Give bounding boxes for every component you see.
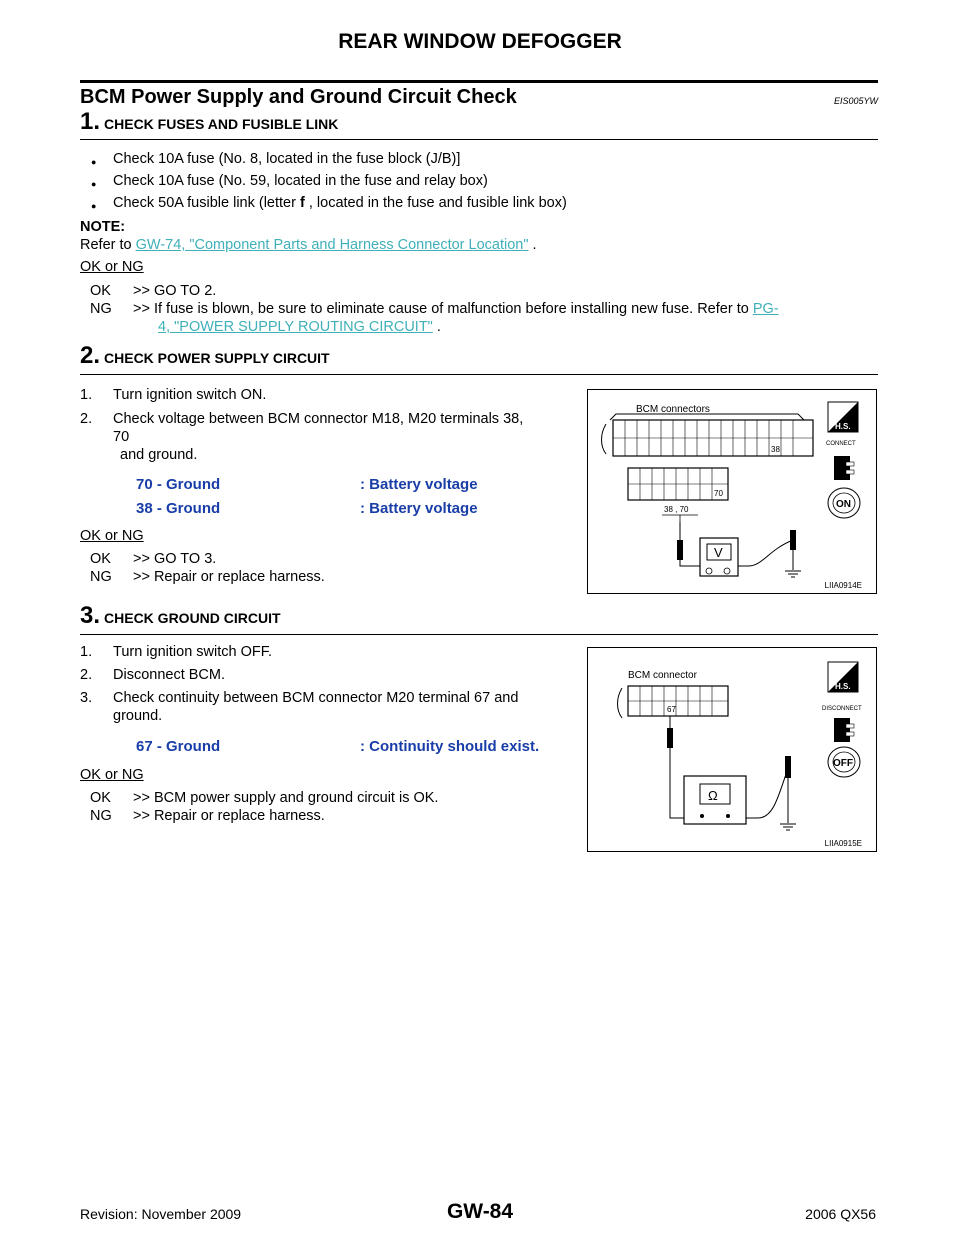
header-rule — [80, 80, 878, 83]
spec-67-value: : Continuity should exist. — [360, 738, 540, 755]
step-1-ng-cont: 4, "POWER SUPPLY ROUTING CIRCUIT" . — [158, 318, 441, 336]
bullet-fusible-link-letter: f — [299, 195, 305, 211]
step-2-ok-text: >> GO TO 3. — [133, 551, 217, 567]
note-text: Refer to GW-74, "Component Parts and Har… — [80, 236, 537, 254]
figure-bcm-continuity-drawing: BCM connector 67 Ω H.S. DISCONNECT — [617, 661, 862, 831]
step-2-heading: 2.CHECK POWER SUPPLY CIRCUIT — [80, 342, 330, 370]
step-3-item-1-num: 1. — [80, 644, 93, 660]
section-code: EIS005YW — [833, 96, 878, 106]
figure-1-term-38: 38 — [771, 445, 780, 454]
figure-2-label: BCM connector — [628, 670, 698, 681]
figure-2-term-67: 67 — [667, 705, 676, 714]
step-2-okng: OK or NG — [80, 528, 144, 544]
step-2-item-2: Check voltage between BCM connector M18,… — [113, 411, 524, 427]
spec-70-value: : Battery voltage — [360, 476, 478, 493]
step-3-item-2-num: 2. — [80, 667, 93, 683]
step-3-item-2: Disconnect BCM. — [113, 667, 226, 683]
page-header-title: REAR WINDOW DEFOGGER — [338, 30, 622, 53]
step-1-ng-key: NG — [90, 301, 112, 317]
figure-2-hs: H.S. — [835, 682, 851, 691]
figure-1-meter-symbol: V — [714, 545, 723, 560]
bullet-fusible-link-a: Check 50A fusible link (letter — [113, 195, 296, 211]
step-1-number: 1. — [80, 108, 101, 135]
figure-2-code: LIIA0915E — [824, 839, 862, 848]
step-3-ng-text: >> Repair or replace harness. — [133, 808, 325, 824]
bullet-fuse-59: Check 10A fuse (No. 59, located in the f… — [91, 172, 488, 193]
footer-revision: Revision: November 2009 — [80, 1206, 242, 1222]
figure-1-code: LIIA0914E — [824, 581, 862, 590]
step-2-item-1: Turn ignition switch ON. — [113, 387, 267, 403]
bullet-fuse-8: Check 10A fuse (No. 8, located in the fu… — [91, 150, 460, 171]
note-suffix: . — [532, 237, 537, 253]
step-1-rule — [80, 139, 878, 140]
figure-1-hs: H.S. — [835, 422, 851, 431]
figure-bcm-voltage-drawing: BCM connectors 38 70 38 , 70 — [601, 401, 861, 578]
step-3-ok-key: OK — [90, 790, 111, 806]
step-1-heading: 1.CHECK FUSES AND FUSIBLE LINK — [80, 108, 338, 136]
step-3-okng: OK or NG — [80, 767, 144, 783]
figure-1-state: CONNECT — [826, 441, 856, 447]
step-2-item-2-num: 2. — [80, 411, 93, 427]
step-2-item-2-cont2: and ground. — [120, 447, 198, 463]
step-3-rule — [80, 634, 878, 635]
step-1-ng-text: >> If fuse is blown, be sure to eliminat… — [133, 300, 883, 318]
spec-70-ground: 70 - Ground — [136, 476, 221, 493]
step-1-ok-text: >> GO TO 2. — [133, 283, 217, 299]
step-3-ok-text: >> BCM power supply and ground circuit i… — [133, 790, 439, 806]
step-2-number: 2. — [80, 342, 101, 369]
step-3-heading: 3.CHECK GROUND CIRCUIT — [80, 602, 281, 630]
step-2-ng-key: NG — [90, 569, 112, 585]
step-1-ng-link-a[interactable]: PG- — [752, 301, 779, 317]
bullet-fusible-link: Check 50A fusible link (letter f , locat… — [91, 194, 567, 215]
figure-2-meter-symbol: Ω — [708, 788, 718, 803]
spec-38-ground: 38 - Ground — [136, 500, 221, 517]
step-2-ok-key: OK — [90, 551, 111, 567]
step-1-ng-body: >> If fuse is blown, be sure to eliminat… — [133, 301, 749, 317]
step-1-ok-key: OK — [90, 283, 111, 299]
step-3-item-1: Turn ignition switch OFF. — [113, 644, 273, 660]
step-2-item-2-cont: 70 — [113, 429, 130, 445]
step-3-item-3-num: 3. — [80, 690, 93, 706]
step-2-title: CHECK POWER SUPPLY CIRCUIT — [104, 350, 330, 366]
step-1-okng: OK or NG — [80, 259, 144, 275]
step-3-ng-key: NG — [90, 808, 112, 824]
step-1-ng-suffix: . — [436, 319, 441, 335]
step-3-title: CHECK GROUND CIRCUIT — [104, 610, 281, 626]
note-label: NOTE: — [80, 219, 126, 235]
footer-model: 2006 QX56 — [805, 1206, 876, 1222]
figure-1-switch: ON — [836, 499, 851, 510]
spec-38-value: : Battery voltage — [360, 500, 478, 517]
step-1-ng-link-b[interactable]: 4, "POWER SUPPLY ROUTING CIRCUIT" — [158, 319, 433, 335]
step-3-item-3-cont: ground. — [113, 708, 163, 724]
section-title: BCM Power Supply and Ground Circuit Chec… — [80, 86, 517, 108]
figure-2-switch: OFF — [833, 758, 853, 769]
figure-1-probe-label: 38 , 70 — [664, 505, 689, 514]
figure-2-state: DISCONNECT — [822, 706, 862, 712]
step-3-item-3: Check continuity between BCM connector M… — [113, 690, 519, 706]
figure-1-label: BCM connectors — [636, 404, 710, 415]
bullet-fusible-link-b: , located in the fuse and fusible link b… — [308, 195, 567, 211]
figure-bcm-voltage-check: BCM connectors 38 70 38 , 70 — [587, 389, 877, 594]
step-3-number: 3. — [80, 602, 101, 629]
step-2-ng-text: >> Repair or replace harness. — [133, 569, 325, 585]
figure-1-term-70: 70 — [714, 489, 723, 498]
step-2-rule — [80, 374, 878, 375]
spec-67-ground: 67 - Ground — [136, 738, 221, 755]
note-prefix: Refer to — [80, 237, 132, 253]
figure-bcm-continuity-check: BCM connector 67 Ω H.S. DISCONNECT — [587, 647, 877, 852]
step-2-item-1-num: 1. — [80, 387, 93, 403]
note-link-gw74[interactable]: GW-74, "Component Parts and Harness Conn… — [135, 237, 529, 253]
page-number: GW-84 — [446, 1200, 514, 1223]
step-1-title: CHECK FUSES AND FUSIBLE LINK — [104, 116, 339, 132]
